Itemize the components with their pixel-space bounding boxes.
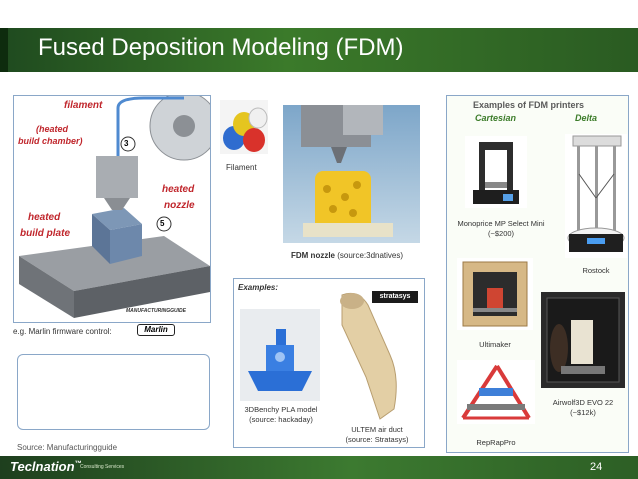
benchy-caption-1: 3DBenchy PLA model (244, 405, 318, 414)
footer-tagline: Consulting Services (80, 464, 125, 470)
firmware-text: e.g. Marlin firmware control: (13, 327, 112, 336)
nozzle-caption: FDM nozzle (source:3dnatives) (291, 251, 403, 260)
benchy-photo (240, 309, 320, 401)
label-nozzle-1: heated (162, 184, 195, 195)
title-bar: Fused Deposition Modeling (FDM) (0, 28, 638, 72)
rostock-photo (565, 134, 627, 258)
label-filament: filament (64, 100, 103, 111)
ultem-duct-photo (328, 285, 420, 425)
empty-note-box (17, 354, 210, 430)
marker-5: 5 (160, 219, 165, 228)
footer-logo-text: Teclnation (10, 459, 75, 474)
printers-heading: Examples of FDM printers (473, 100, 585, 110)
duct-caption-1: ULTEM air duct (351, 425, 403, 434)
filament-caption: Filament (226, 163, 257, 172)
nozzle-caption-source: (source:3dnatives) (335, 251, 404, 260)
monoprice-photo (465, 136, 527, 208)
label-chamber-1: (heated (36, 124, 69, 134)
stratasys-logo: stratasys (372, 291, 418, 303)
examples-panel: Examples: 3DBenchy PLA model (source: ha… (233, 278, 425, 448)
monoprice-caption-1: Monoprice MP Select Mini (457, 219, 545, 228)
fdm-nozzle-photo (283, 105, 420, 243)
diagram-watermark: MANUFACTURINGGUIDE (126, 308, 186, 314)
examples-heading: Examples: (238, 283, 279, 292)
fdm-printers-panel: Examples of FDM printers Cartesian Delta… (446, 95, 629, 453)
repraprpo-caption: RepRapPro (476, 438, 516, 447)
airwolf-caption-1: Airwolf3D EVO 22 (552, 398, 614, 407)
ultimaker-caption: Ultimaker (479, 340, 511, 349)
monoprice-caption-2: (~$200) (487, 229, 515, 238)
duct-caption-2: (source: Stratasys) (345, 435, 409, 444)
marlin-logo: Marlin (137, 324, 175, 336)
cartesian-label: Cartesian (475, 113, 517, 123)
airwolf-photo (541, 292, 625, 388)
ultimaker-photo (457, 258, 533, 330)
fdm-diagram-panel: filament (heated build chamber) heated n… (13, 95, 211, 323)
label-plate-1: heated (28, 212, 61, 223)
footer-logo: Teclnation™ (10, 459, 82, 474)
label-chamber-2: build chamber) (18, 136, 83, 146)
repraprpo-photo (457, 360, 535, 424)
benchy-caption-2: (source: hackaday) (249, 415, 313, 424)
footer-bar: Teclnation™ Consulting Services 24 (0, 456, 638, 479)
title-accent (0, 28, 8, 72)
source-note: Source: Manufacturingguide (17, 443, 118, 452)
delta-label: Delta (575, 113, 598, 123)
filament-photo (220, 100, 268, 154)
fdm-diagram-illustration (19, 96, 210, 318)
page-number: 24 (590, 461, 603, 473)
label-plate-2: build plate (20, 228, 70, 239)
marker-3: 3 (124, 139, 129, 148)
nozzle-caption-bold: FDM nozzle (291, 251, 335, 260)
airwolf-caption-2: (~$12k) (570, 408, 596, 417)
rostock-caption: Rostock (582, 266, 610, 275)
slide-title: Fused Deposition Modeling (FDM) (38, 34, 404, 61)
footer-logo-tm: ™ (74, 460, 82, 468)
label-nozzle-2: nozzle (164, 200, 195, 211)
